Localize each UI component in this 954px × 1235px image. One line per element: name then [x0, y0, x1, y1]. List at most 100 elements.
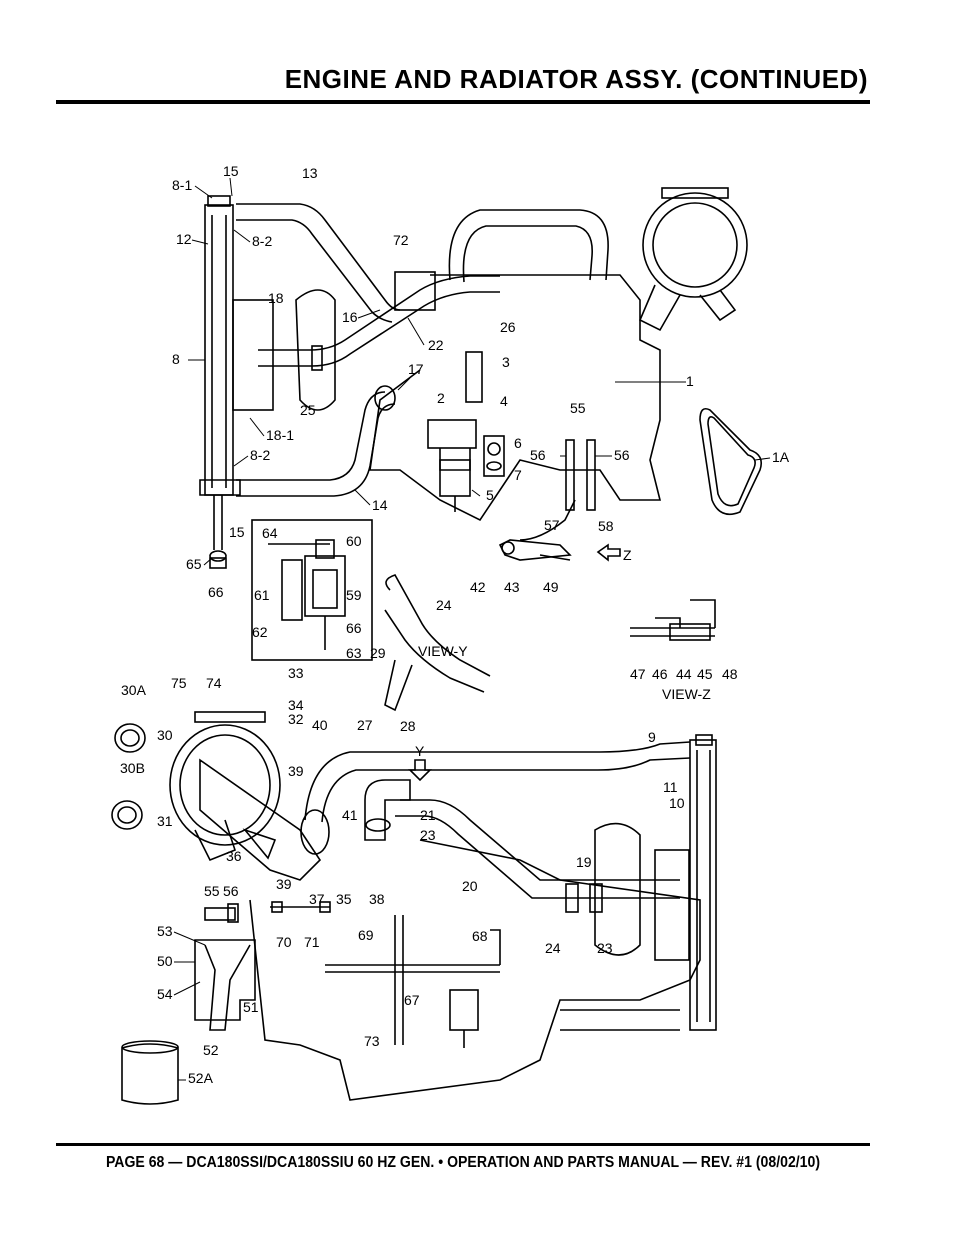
callout-53: 53: [157, 923, 173, 939]
callout-42: 42: [470, 579, 486, 595]
callout-28: 28: [400, 718, 416, 734]
callout-4: 4: [500, 393, 508, 409]
callout-13: 13: [302, 165, 318, 181]
callout-55: 55: [570, 400, 586, 416]
air-cleaner-top: [642, 192, 748, 298]
header-rule: [56, 100, 870, 104]
callout-15: 15: [223, 163, 239, 179]
callout-64: 64: [262, 525, 278, 541]
callout-21: 21: [420, 807, 436, 823]
fuel-filter-inset: [251, 519, 373, 661]
radiator-top: [199, 195, 274, 569]
callout-72: 72: [393, 232, 409, 248]
callout-60: 60: [346, 533, 362, 549]
callout-1: 1: [686, 373, 694, 389]
callout-15b: 15: [229, 524, 245, 540]
callout-23: 23: [420, 827, 436, 843]
callout-labels: 8-1 15 13 12 8-2 72 18 16 22 26 8 3 4 2 …: [120, 163, 790, 1086]
callout-39b: 39: [276, 876, 292, 892]
callout-57: 57: [544, 517, 560, 533]
engine-outline-top: [369, 274, 662, 522]
callout-7: 7: [514, 467, 522, 483]
callout-10: 10: [669, 795, 685, 811]
callout-55b: 55: [204, 883, 220, 899]
callout-16: 16: [342, 309, 358, 325]
callout-37: 37: [309, 891, 325, 907]
callout-43: 43: [504, 579, 520, 595]
callout-6: 6: [514, 435, 522, 451]
callout-47: 47: [630, 666, 646, 682]
leader-lines: [173, 177, 771, 1081]
callout-49: 49: [543, 579, 559, 595]
callout-18: 18: [268, 290, 284, 306]
callout-9: 9: [648, 729, 656, 745]
engine-outline-bottom: [249, 839, 701, 1101]
callout-31: 31: [157, 813, 173, 829]
callout-41: 41: [342, 807, 358, 823]
callout-54: 54: [157, 986, 173, 1002]
fan-top: [295, 289, 336, 411]
callout-56c: 56: [223, 883, 239, 899]
pipe-20: [400, 799, 680, 881]
callout-59: 59: [346, 587, 362, 603]
callout-1a: 1A: [772, 449, 790, 465]
callout-y: Y: [415, 743, 425, 759]
callout-65: 65: [186, 556, 202, 572]
callout-20: 20: [462, 878, 478, 894]
callout-z: Z: [623, 547, 632, 563]
callout-17: 17: [408, 361, 424, 377]
callout-32: 32: [288, 711, 304, 727]
callout-56a: 56: [530, 447, 546, 463]
callout-3: 3: [502, 354, 510, 370]
callout-35: 35: [336, 891, 352, 907]
footer-rule: [56, 1143, 870, 1146]
callout-52: 52: [203, 1042, 219, 1058]
callout-23b: 23: [597, 940, 613, 956]
callout-24b: 24: [545, 940, 561, 956]
page-title: ENGINE AND RADIATOR ASSY. (CONTINUED): [284, 64, 868, 94]
callout-44: 44: [676, 666, 692, 682]
callout-11: 11: [663, 779, 678, 795]
callout-view-y: VIEW-Y: [418, 643, 468, 659]
callout-14: 14: [372, 497, 388, 513]
callout-18-1: 18-1: [266, 427, 294, 443]
callout-56b: 56: [614, 447, 630, 463]
pipe-40: [304, 741, 691, 821]
callout-2: 2: [437, 390, 445, 406]
belt-1a: [699, 407, 763, 516]
callout-8-1: 8-1: [172, 177, 192, 193]
callout-25: 25: [300, 402, 316, 418]
callout-51: 51: [243, 999, 259, 1015]
callout-29: 29: [370, 645, 386, 661]
callout-68: 68: [472, 928, 488, 944]
callout-36: 36: [226, 848, 242, 864]
callout-71: 71: [304, 934, 320, 950]
callout-40: 40: [312, 717, 328, 733]
callout-30a: 30A: [121, 682, 147, 698]
callout-24: 24: [436, 597, 452, 613]
callout-46: 46: [652, 666, 668, 682]
callout-45: 45: [697, 666, 713, 682]
callout-74: 74: [206, 675, 222, 691]
callout-19: 19: [576, 854, 592, 870]
callout-75: 75: [171, 675, 187, 691]
callout-8-2b: 8-2: [250, 447, 270, 463]
callout-66b: 66: [346, 620, 362, 636]
air-cleaner-bottom: [169, 711, 322, 881]
callout-5: 5: [486, 487, 494, 503]
callout-66: 66: [208, 584, 224, 600]
filter-52a: [121, 1043, 179, 1105]
callout-8-2: 8-2: [252, 233, 272, 249]
callout-33: 33: [288, 665, 304, 681]
callout-22: 22: [428, 337, 444, 353]
callout-48: 48: [722, 666, 738, 682]
callout-70: 70: [276, 934, 292, 950]
callout-61: 61: [254, 587, 270, 603]
callout-52a: 52A: [188, 1070, 214, 1086]
radiator-bottom: [654, 734, 717, 1031]
callout-69: 69: [358, 927, 374, 943]
callout-39: 39: [288, 763, 304, 779]
callout-62: 62: [252, 624, 268, 640]
callout-8: 8: [172, 351, 180, 367]
